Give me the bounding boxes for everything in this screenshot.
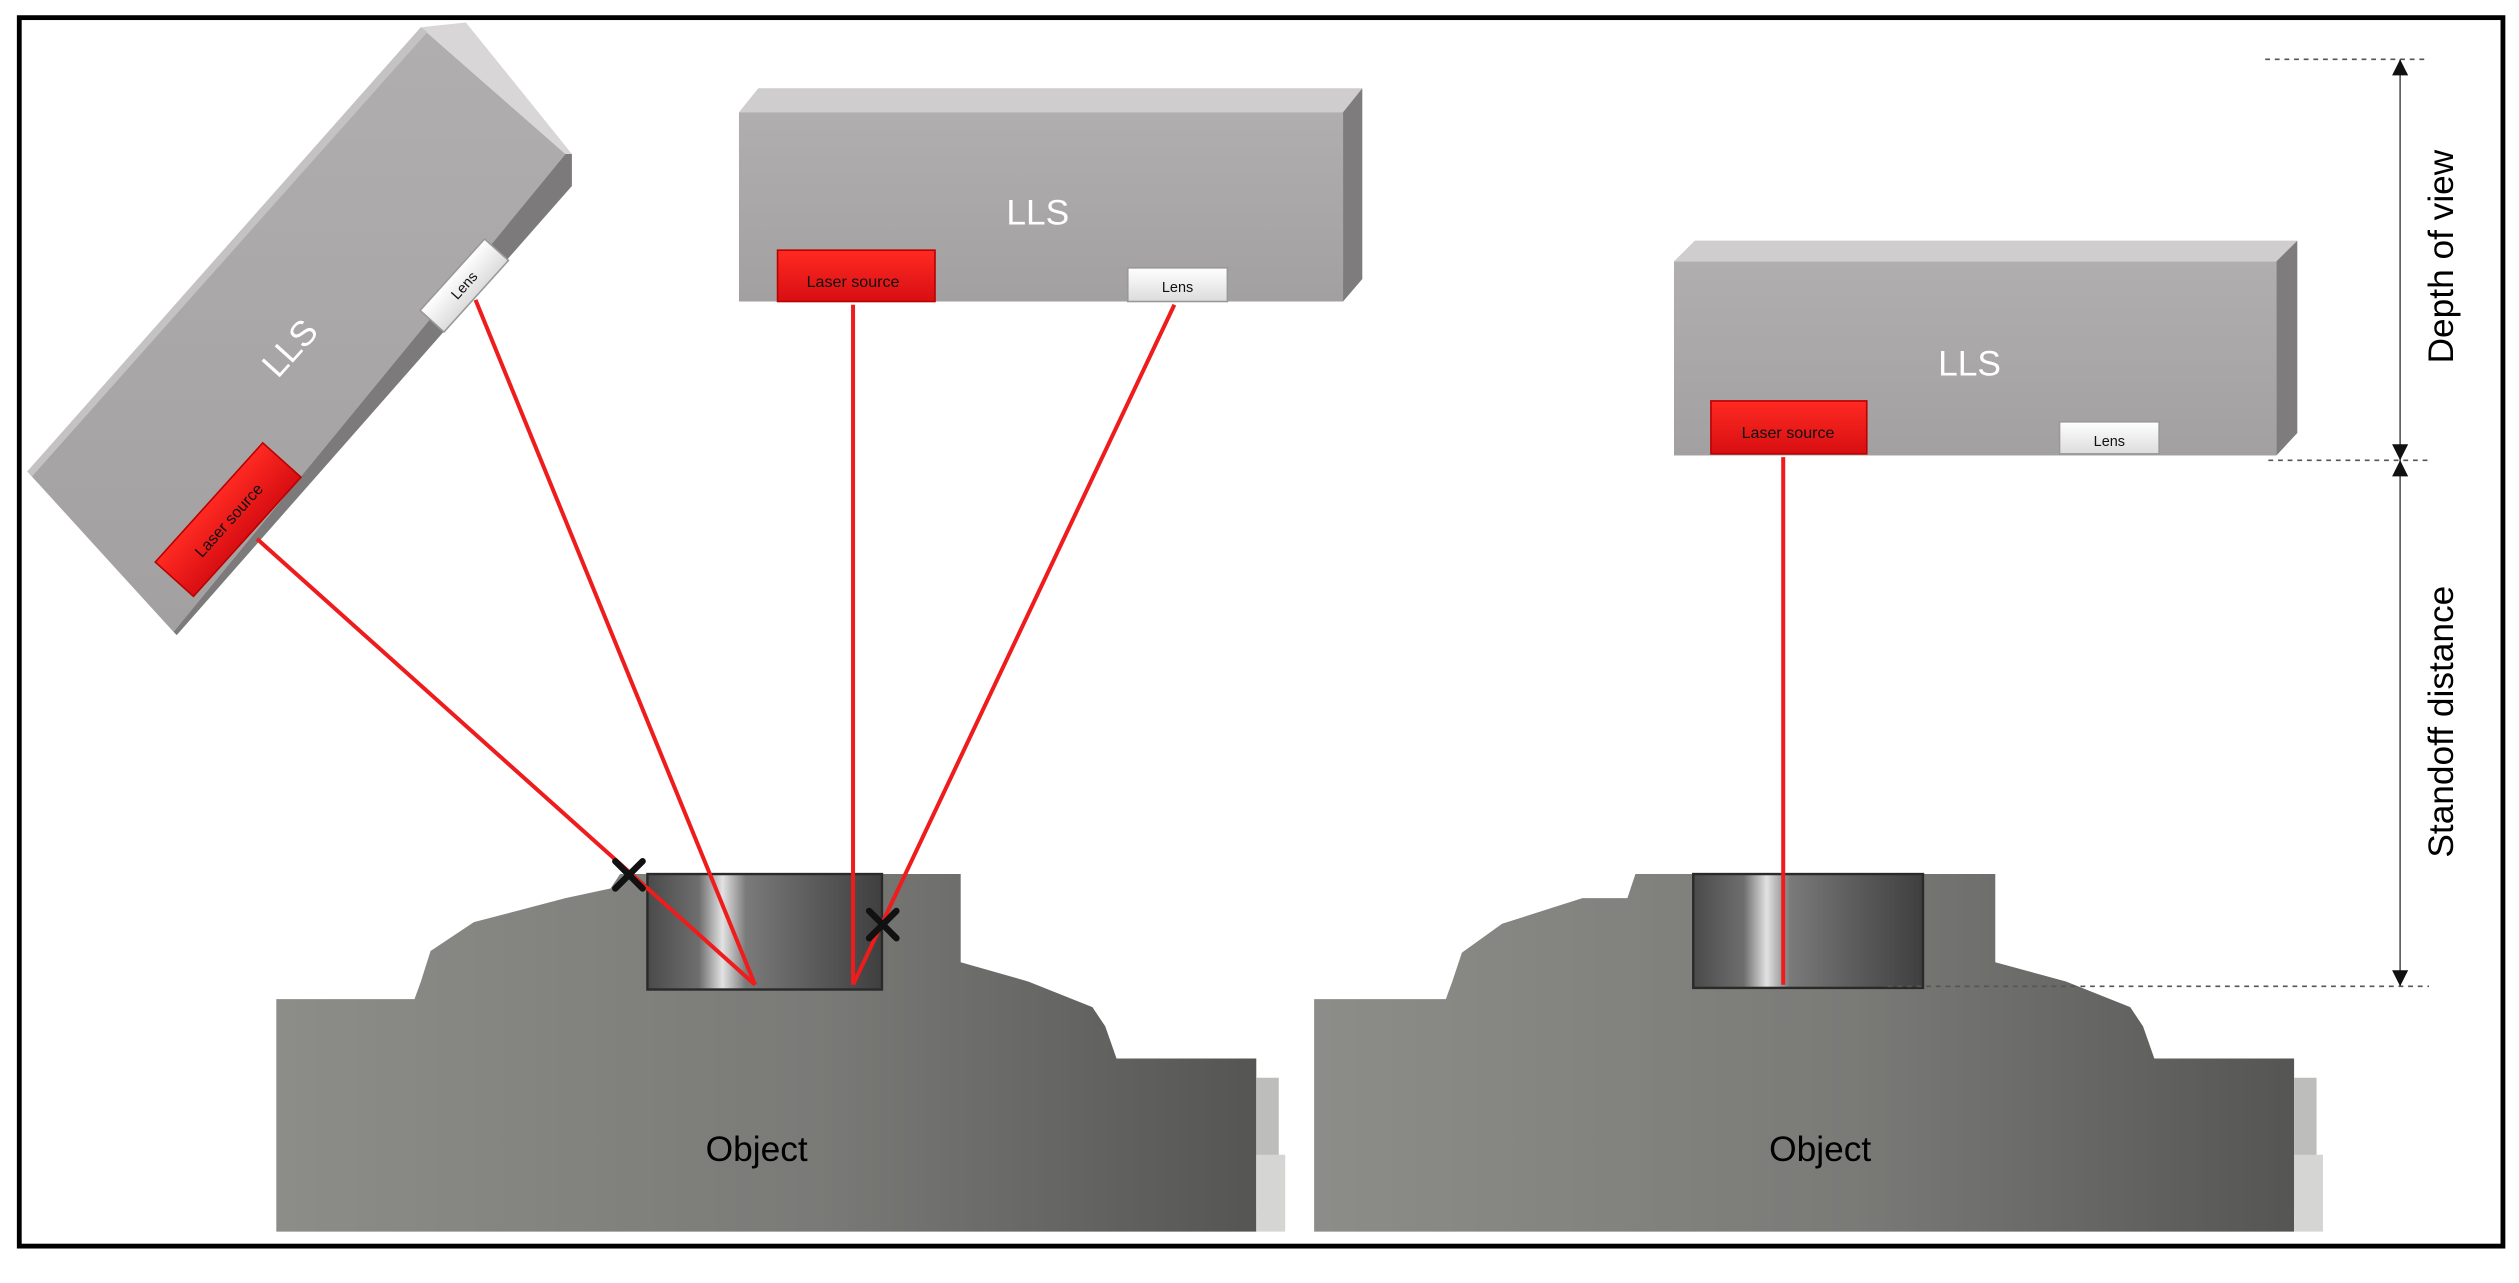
beam-tilted-return: [473, 299, 757, 986]
object-right: Object: [1314, 872, 2324, 1232]
sensor-right-laser-source-label: Laser source: [1742, 424, 1835, 442]
sensor-tilted: LLS Laser source Lens: [27, 22, 572, 636]
sensor-center-laser-source: [776, 249, 936, 303]
object-left: Object: [276, 872, 1286, 1232]
sensor-center-lls-label: LLS: [1006, 194, 1069, 233]
sensor-center: LLS Laser source Lens: [738, 88, 1363, 303]
sensor-center-lens-label: Lens: [1162, 280, 1193, 296]
sensor-tilted-lens: [418, 237, 510, 334]
blocked-marker-right: [865, 907, 900, 942]
sensor-center-laser-source-label: Laser source: [807, 273, 900, 291]
sensor-right-laser-source: [1710, 400, 1868, 455]
beam-tilted-emit: [255, 537, 757, 987]
sensor-right: LLS Laser source Lens: [1673, 240, 2298, 456]
laser-beams: [255, 299, 1786, 987]
standoff-distance-label: Standoff distance: [2422, 586, 2461, 858]
sensor-center-lens: [1126, 267, 1229, 303]
sensor-right-lens-label: Lens: [2094, 434, 2125, 450]
sensor-tilted-laser-source: [154, 441, 303, 598]
depth-of-view-label: Depth of view: [2422, 149, 2461, 363]
dimension-guides: [1887, 58, 2430, 988]
sensor-right-lens: [2058, 420, 2160, 455]
beam-center-return: [851, 303, 1177, 986]
object-left-label: Object: [706, 1130, 808, 1169]
dimension-arrows: [2392, 59, 2409, 987]
object-right-label: Object: [1769, 1130, 1871, 1169]
blocked-marker-left: [612, 858, 646, 892]
sensor-right-lls-label: LLS: [1938, 344, 2001, 383]
